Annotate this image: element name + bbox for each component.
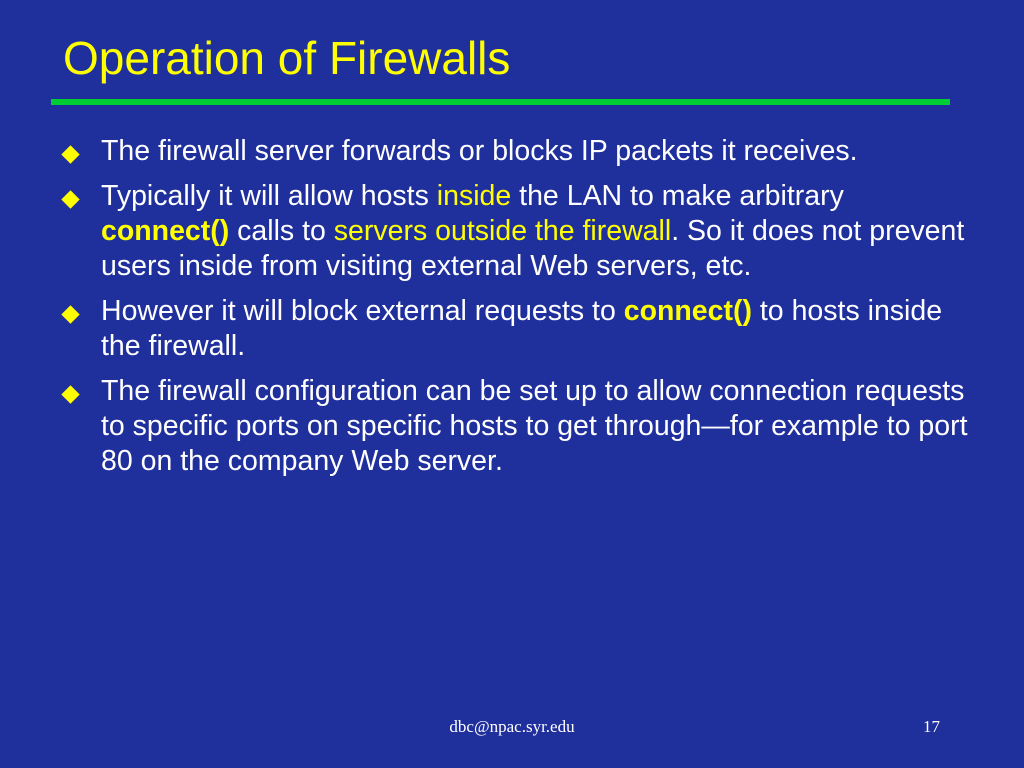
- bullet-text: to hosts inside the firewall.: [101, 295, 943, 362]
- bullet-text: The firewall server forwards or blocks I…: [101, 135, 858, 167]
- bullet-item: The firewall server forwards or blocks I…: [61, 134, 971, 169]
- bullet-item: The firewall configuration can be set up…: [61, 374, 971, 479]
- bullet-text: The firewall configuration can be set up…: [101, 375, 968, 477]
- highlight-servers-outside: servers outside the firewall: [333, 215, 672, 247]
- diamond-bullet-icon: [61, 190, 80, 209]
- highlight-inside: inside: [436, 180, 512, 212]
- highlight-connect-call: connect(): [101, 215, 230, 247]
- diamond-bullet-icon: [61, 385, 80, 404]
- bullet-text: . So it does not prevent users inside fr…: [101, 215, 965, 282]
- highlight-connect-call: connect(): [623, 295, 752, 327]
- bullet-text: However it will block external requests …: [101, 295, 624, 327]
- bullet-text: calls to: [229, 215, 334, 247]
- title-underline: [51, 99, 950, 105]
- bullet-item: However it will block external requests …: [61, 294, 971, 364]
- footer-email: dbc@npac.syr.edu: [449, 717, 575, 736]
- bullet-list: The firewall server forwards or blocks I…: [61, 134, 971, 489]
- bullet-text: Typically it will allow hosts: [101, 180, 437, 212]
- slide-title: Operation of Firewalls: [63, 32, 511, 84]
- bullet-item: Typically it will allow hosts inside the…: [61, 179, 971, 284]
- bullet-text: the LAN to make arbitrary: [511, 180, 844, 212]
- page-number: 17: [923, 717, 940, 736]
- diamond-bullet-icon: [61, 145, 80, 164]
- diamond-bullet-icon: [61, 305, 80, 324]
